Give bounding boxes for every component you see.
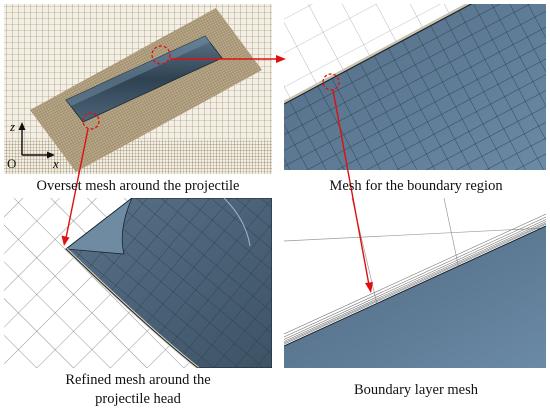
highlight-circle-boundary (151, 45, 171, 65)
callout-arrows (61, 55, 373, 293)
axis-triad: z x O (7, 119, 59, 171)
wall-surface (284, 226, 546, 368)
caption-refined-head-line1: Refined mesh around the (65, 372, 210, 388)
panel-overset-mesh: z x O (4, 4, 272, 174)
axis-x-label: x (52, 156, 59, 171)
axis-z-label: z (9, 119, 15, 134)
caption-overset-mesh: Overset mesh around the projectile (37, 178, 240, 194)
arrow-head-to-layer (365, 282, 373, 293)
caption-refined-head-line2: projectile head (95, 391, 181, 407)
highlight-circle-layer (322, 73, 340, 91)
panel-refined-head (4, 198, 272, 368)
panel-boundary-region (284, 4, 546, 170)
arrow-head-to-refined (61, 235, 70, 246)
boundary-layer-lines (284, 213, 546, 345)
axis-origin-label: O (7, 156, 16, 171)
caption-boundary-region: Mesh for the boundary region (329, 178, 503, 194)
arrow-head-to-boundary (276, 55, 286, 63)
panel-boundary-layer (284, 198, 546, 368)
highlight-circle-head (82, 112, 100, 130)
caption-boundary-layer: Boundary layer mesh (354, 382, 479, 398)
